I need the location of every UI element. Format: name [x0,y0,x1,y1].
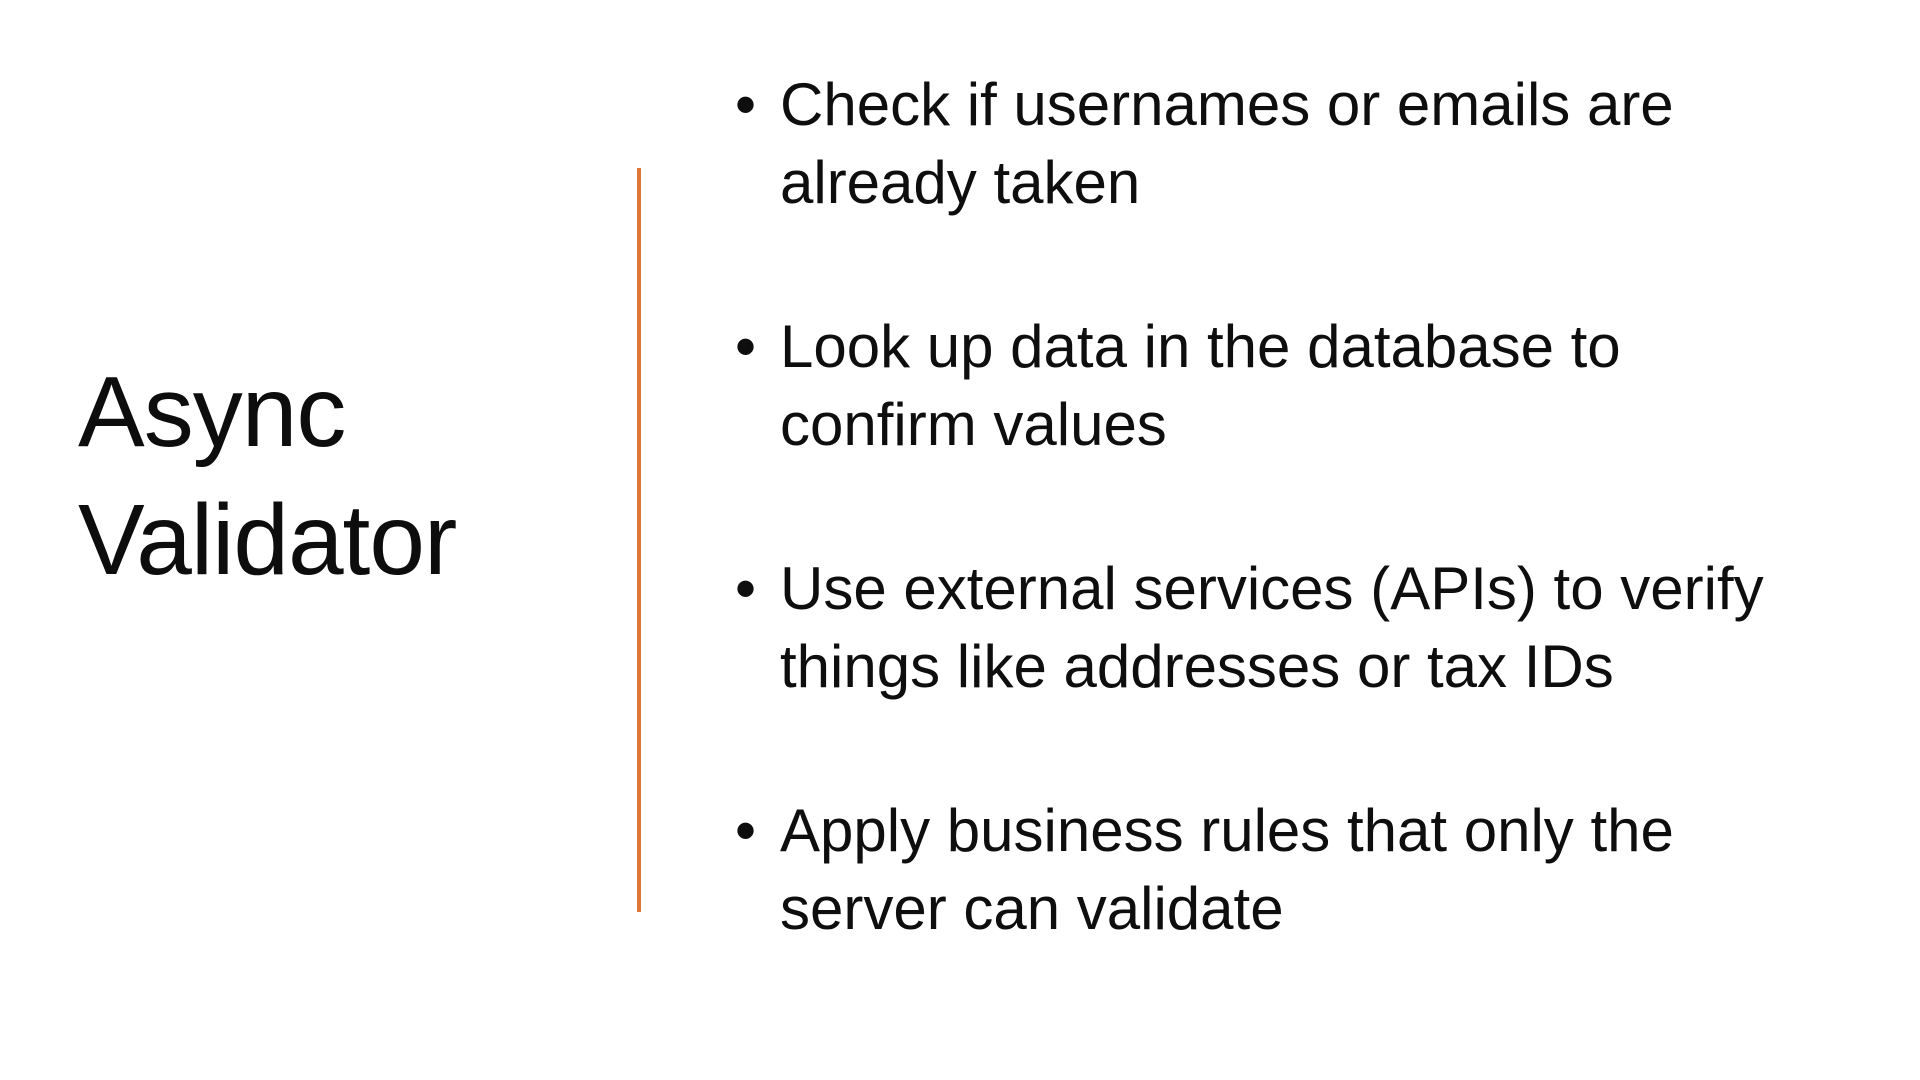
bullet-list: • Check if usernames or emails are alrea… [735,66,1810,1034]
bullet-text: Check if usernames or emails are already… [780,71,1674,216]
bullet-icon: • [735,313,757,380]
bullet-text: Look up data in the database to confirm … [780,313,1621,458]
list-item: • Apply business rules that only the ser… [735,792,1810,948]
bullet-text: Apply business rules that only the serve… [780,797,1674,942]
slide-title: Async Validator [78,356,457,596]
bullet-text: Use external services (APIs) to verify t… [780,555,1764,700]
list-item: • Check if usernames or emails are alrea… [735,66,1810,222]
bullet-icon: • [735,797,757,864]
bullet-icon: • [735,555,757,622]
list-item: • Use external services (APIs) to verify… [735,550,1810,706]
bullet-icon: • [735,71,757,138]
divider-line [637,168,641,912]
list-item: • Look up data in the database to confir… [735,308,1810,464]
